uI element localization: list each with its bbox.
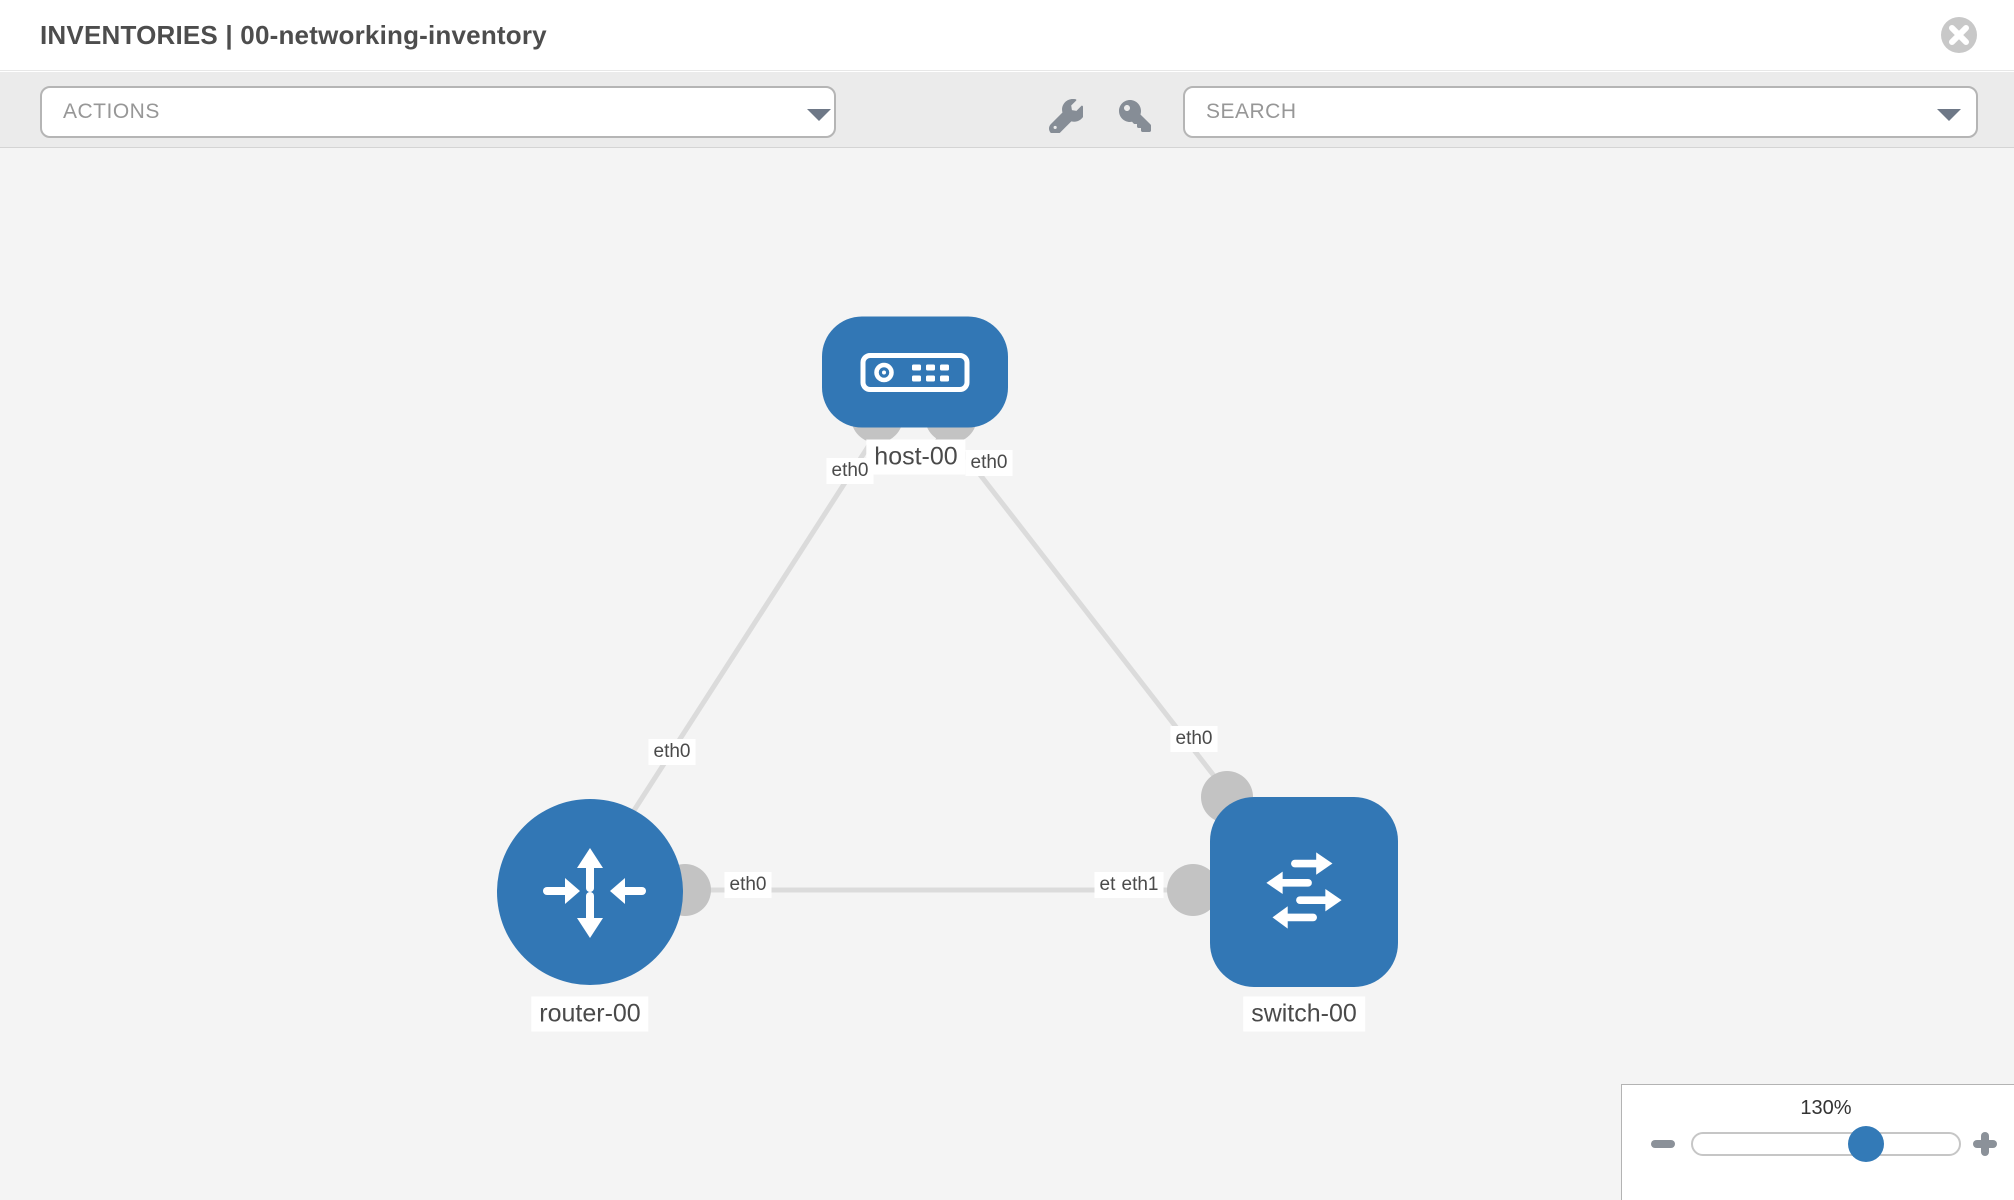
host-icon (860, 352, 970, 392)
actions-dropdown-label: ACTIONS (63, 100, 160, 123)
zoom-in-button[interactable] (1973, 1128, 1997, 1160)
topology-links-layer (630, 391, 1253, 916)
zoom-slider-thumb[interactable] (1848, 1126, 1884, 1162)
interface-circle-switch-eth1 (1167, 864, 1219, 916)
interface-label-eth0: eth0 (648, 739, 696, 765)
close-button[interactable] (1940, 16, 1978, 54)
close-icon (1941, 17, 1977, 53)
header-bar: INVENTORIES | 00-networking-inventory (0, 0, 2014, 71)
key-icon (1119, 100, 1151, 132)
interface-label-eth0: eth0 (724, 872, 772, 898)
wrench-icon (1049, 99, 1083, 133)
tools-button[interactable] (1042, 92, 1090, 140)
interface-label-eth0: eth0 (1170, 726, 1218, 752)
node-switch-00[interactable] (1210, 797, 1398, 987)
chevron-down-icon (1937, 109, 1961, 121)
node-host-00[interactable] (822, 316, 1008, 428)
search-dropdown[interactable]: SEARCH (1183, 86, 1978, 138)
zoom-control-panel: 130% (1621, 1084, 2014, 1200)
zoom-slider-track[interactable] (1691, 1126, 1961, 1162)
node-label-switch-00: switch-00 (1243, 996, 1365, 1032)
node-label-router-00: router-00 (531, 996, 649, 1032)
node-label-host-00: host-00 (866, 439, 966, 475)
interface-label-eth0: eth0 (965, 450, 1013, 476)
chevron-down-icon (807, 109, 831, 121)
actions-dropdown[interactable]: ACTIONS (40, 86, 836, 138)
page-title: INVENTORIES | 00-networking-inventory (40, 20, 547, 50)
zoom-level-value: 130% (1800, 1097, 1852, 1119)
key-button[interactable] (1111, 92, 1159, 140)
interface-label-eth0: eth0 (826, 458, 874, 484)
router-icon (543, 848, 646, 938)
plus-icon (1981, 1132, 1989, 1156)
toolbar: ACTIONS SEARCH (0, 72, 2014, 148)
zoom-out-button[interactable] (1651, 1140, 1675, 1148)
node-router-00[interactable] (497, 799, 683, 985)
switch-icon (1266, 852, 1342, 929)
interface-label-eth1: eth1 (1116, 872, 1164, 898)
topology-canvas[interactable]: host-00 router-00 switch-00 eth0 eth0 et… (0, 148, 2014, 1200)
search-dropdown-label: SEARCH (1206, 100, 1297, 123)
